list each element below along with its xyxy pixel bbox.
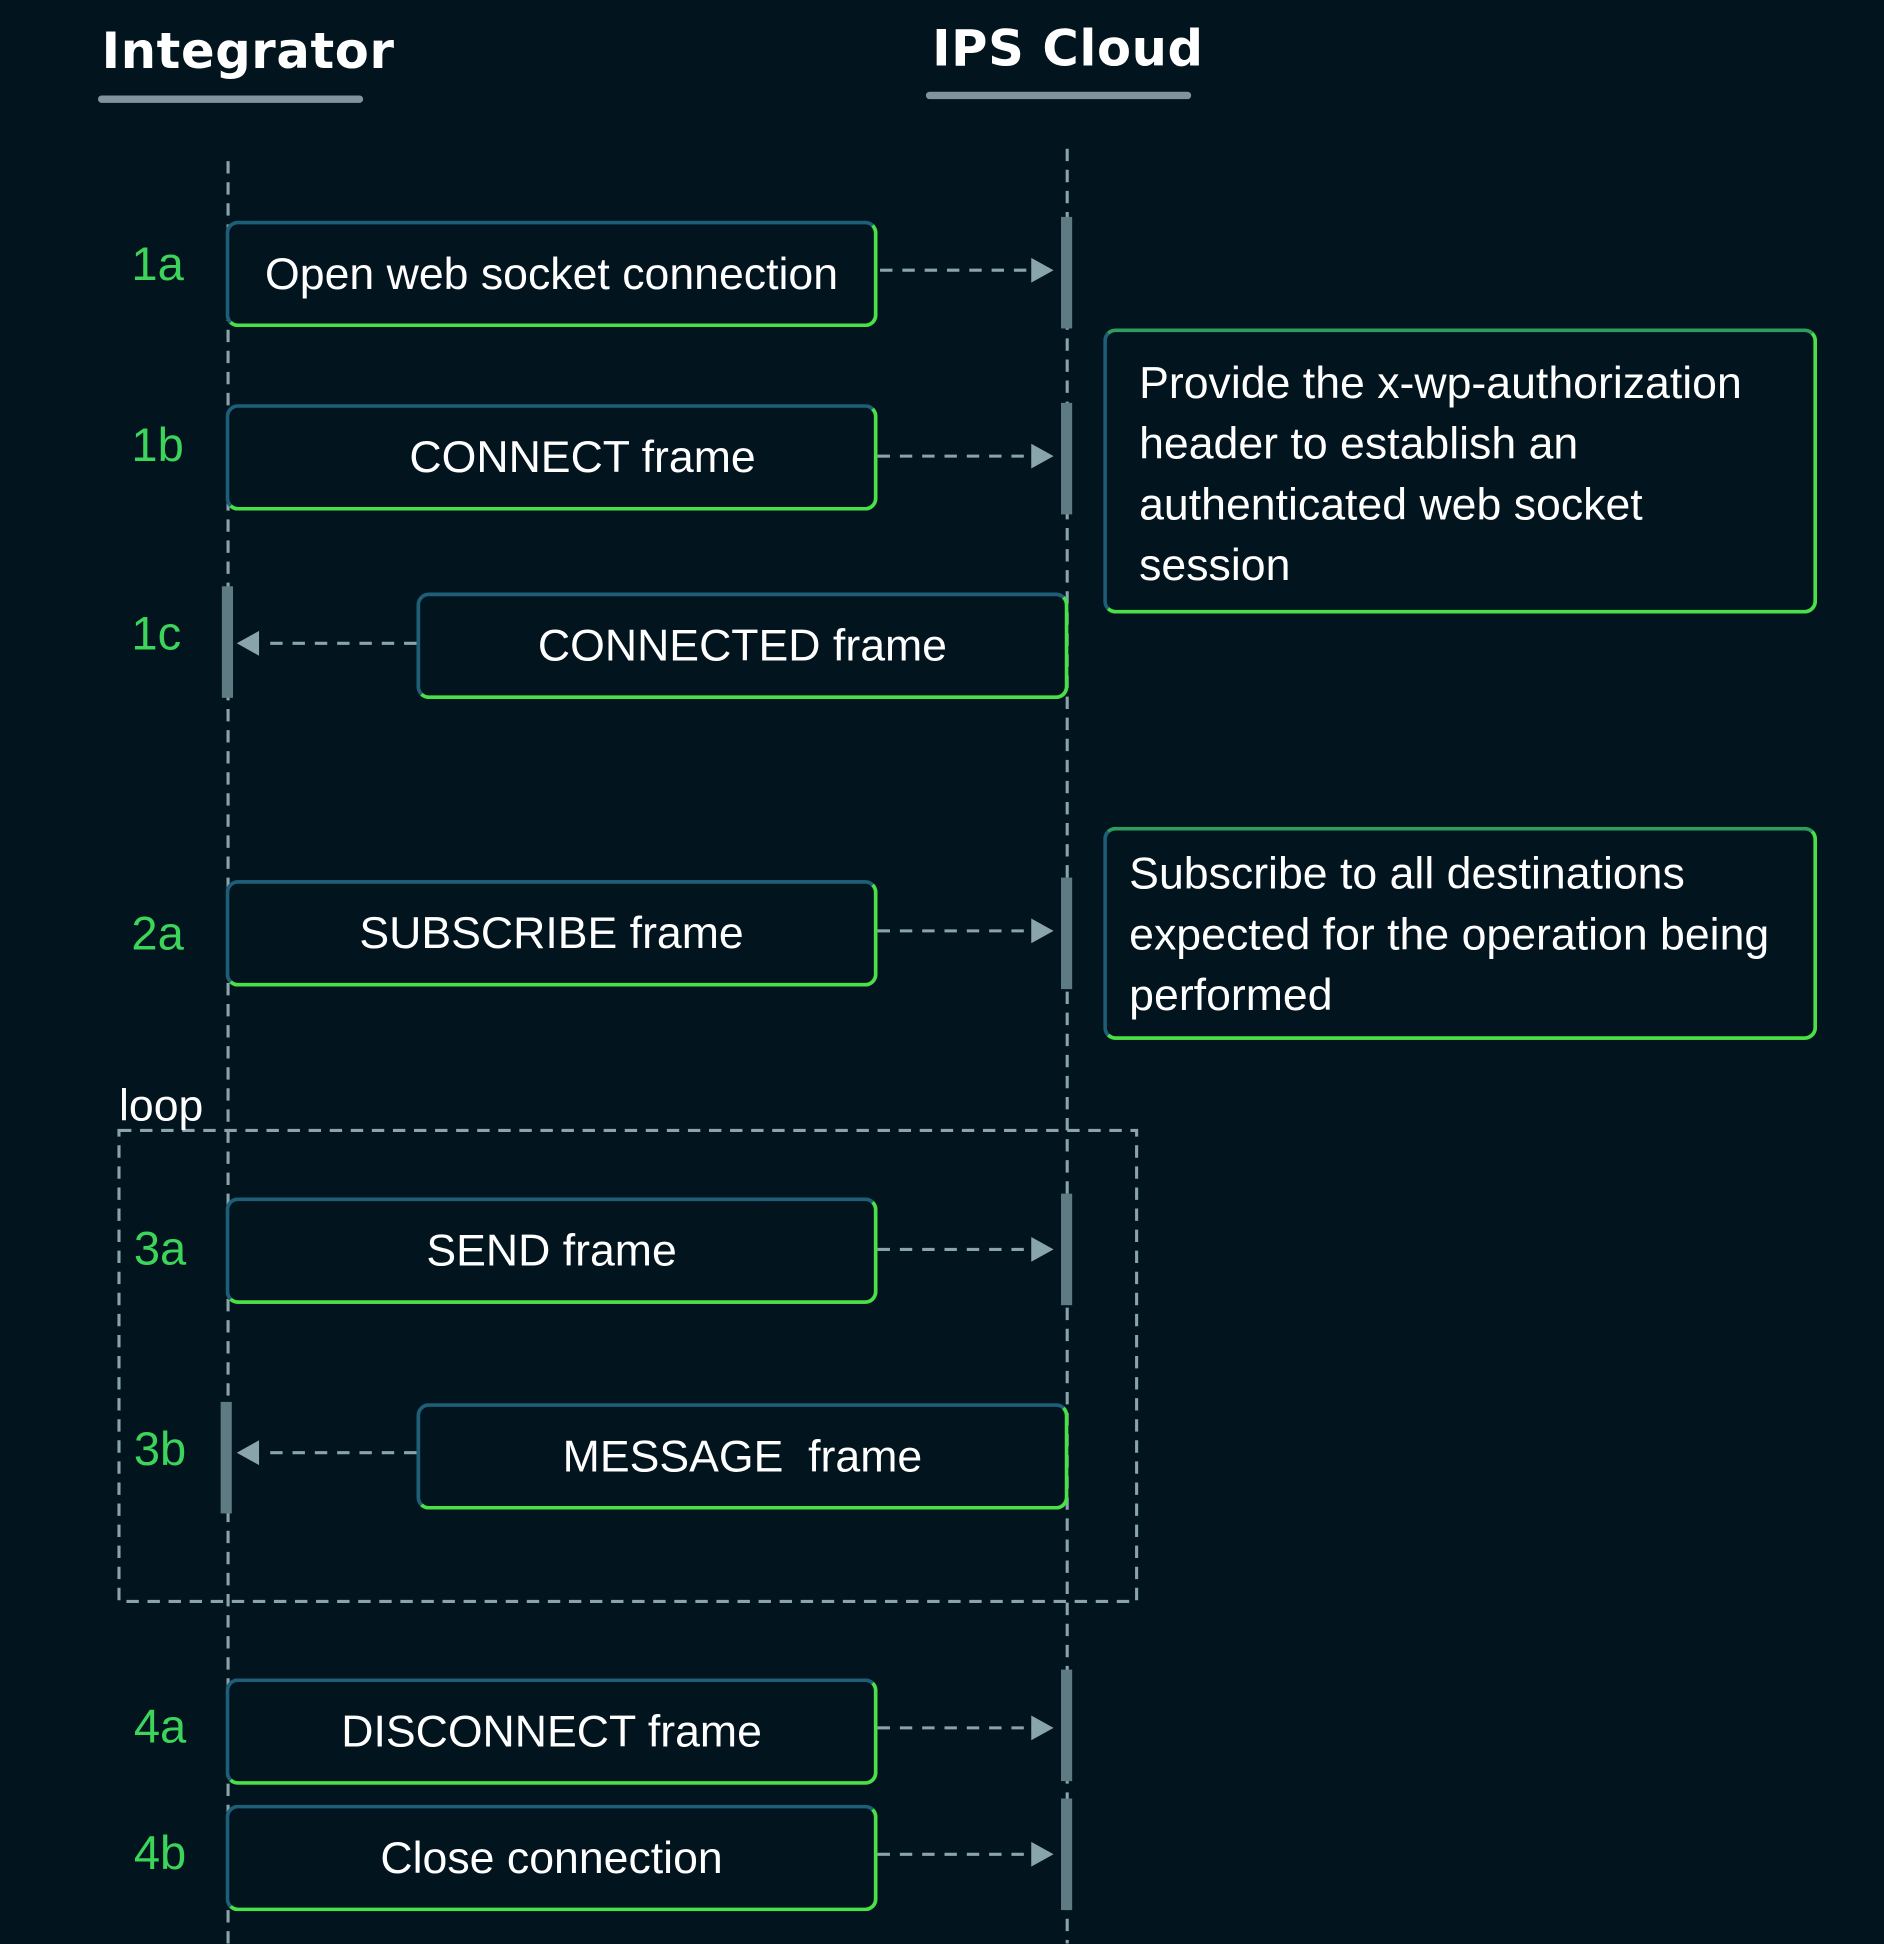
message-message-frame: MESSAGE frame bbox=[416, 1403, 1069, 1510]
cloud-activation-1b bbox=[1061, 402, 1073, 515]
arrowhead-4b bbox=[1031, 1841, 1054, 1867]
loop-frame bbox=[117, 1128, 1139, 1603]
note-subscribe-destinations: Subscribe to all destinations expected f… bbox=[1103, 826, 1818, 1040]
message-open-web-socket: Open web socket connection bbox=[225, 220, 878, 328]
cloud-activation-4b bbox=[1061, 1798, 1073, 1911]
arrowhead-3b bbox=[236, 1440, 260, 1466]
step-number-4b: 4b bbox=[133, 1828, 187, 1881]
message-close-connection: Close connection bbox=[225, 1804, 878, 1912]
cloud-activation-4a bbox=[1061, 1669, 1073, 1782]
step-number-4a: 4a bbox=[133, 1701, 187, 1754]
arrowhead-1c bbox=[236, 630, 260, 656]
loop-label: loop bbox=[118, 1079, 204, 1131]
step-number-3b: 3b bbox=[133, 1424, 187, 1477]
message-connected-frame: CONNECTED frame bbox=[416, 592, 1069, 700]
note-authorization-header: Provide the x-wp-authorization header to… bbox=[1103, 328, 1818, 614]
participant-integrator: Integrator bbox=[101, 23, 395, 81]
step-number-3a: 3a bbox=[133, 1223, 187, 1276]
step-number-2a: 2a bbox=[131, 908, 184, 961]
arrowhead-3a bbox=[1031, 1237, 1054, 1262]
cloud-activation-2a bbox=[1061, 877, 1073, 990]
message-subscribe-frame: SUBSCRIBE frame bbox=[225, 880, 878, 987]
arrowhead-1b bbox=[1031, 443, 1054, 469]
arrowhead-2a bbox=[1031, 918, 1054, 944]
participant-ips-cloud: IPS Cloud bbox=[932, 21, 1204, 79]
integrator-activation-1c bbox=[221, 586, 234, 698]
cloud-activation-3a bbox=[1061, 1193, 1073, 1306]
step-number-1b: 1b bbox=[131, 420, 184, 473]
step-number-1a: 1a bbox=[131, 239, 184, 292]
message-connect-frame: CONNECT frame bbox=[225, 404, 878, 511]
arrowhead-4a bbox=[1031, 1715, 1054, 1741]
message-send-frame: SEND frame bbox=[225, 1197, 878, 1304]
step-number-1c: 1c bbox=[131, 608, 182, 661]
message-disconnect-frame: DISCONNECT frame bbox=[225, 1678, 878, 1785]
cloud-activation-1a bbox=[1061, 216, 1073, 329]
arrowhead-1a bbox=[1031, 257, 1054, 283]
integrator-activation-3b bbox=[220, 1401, 232, 1514]
